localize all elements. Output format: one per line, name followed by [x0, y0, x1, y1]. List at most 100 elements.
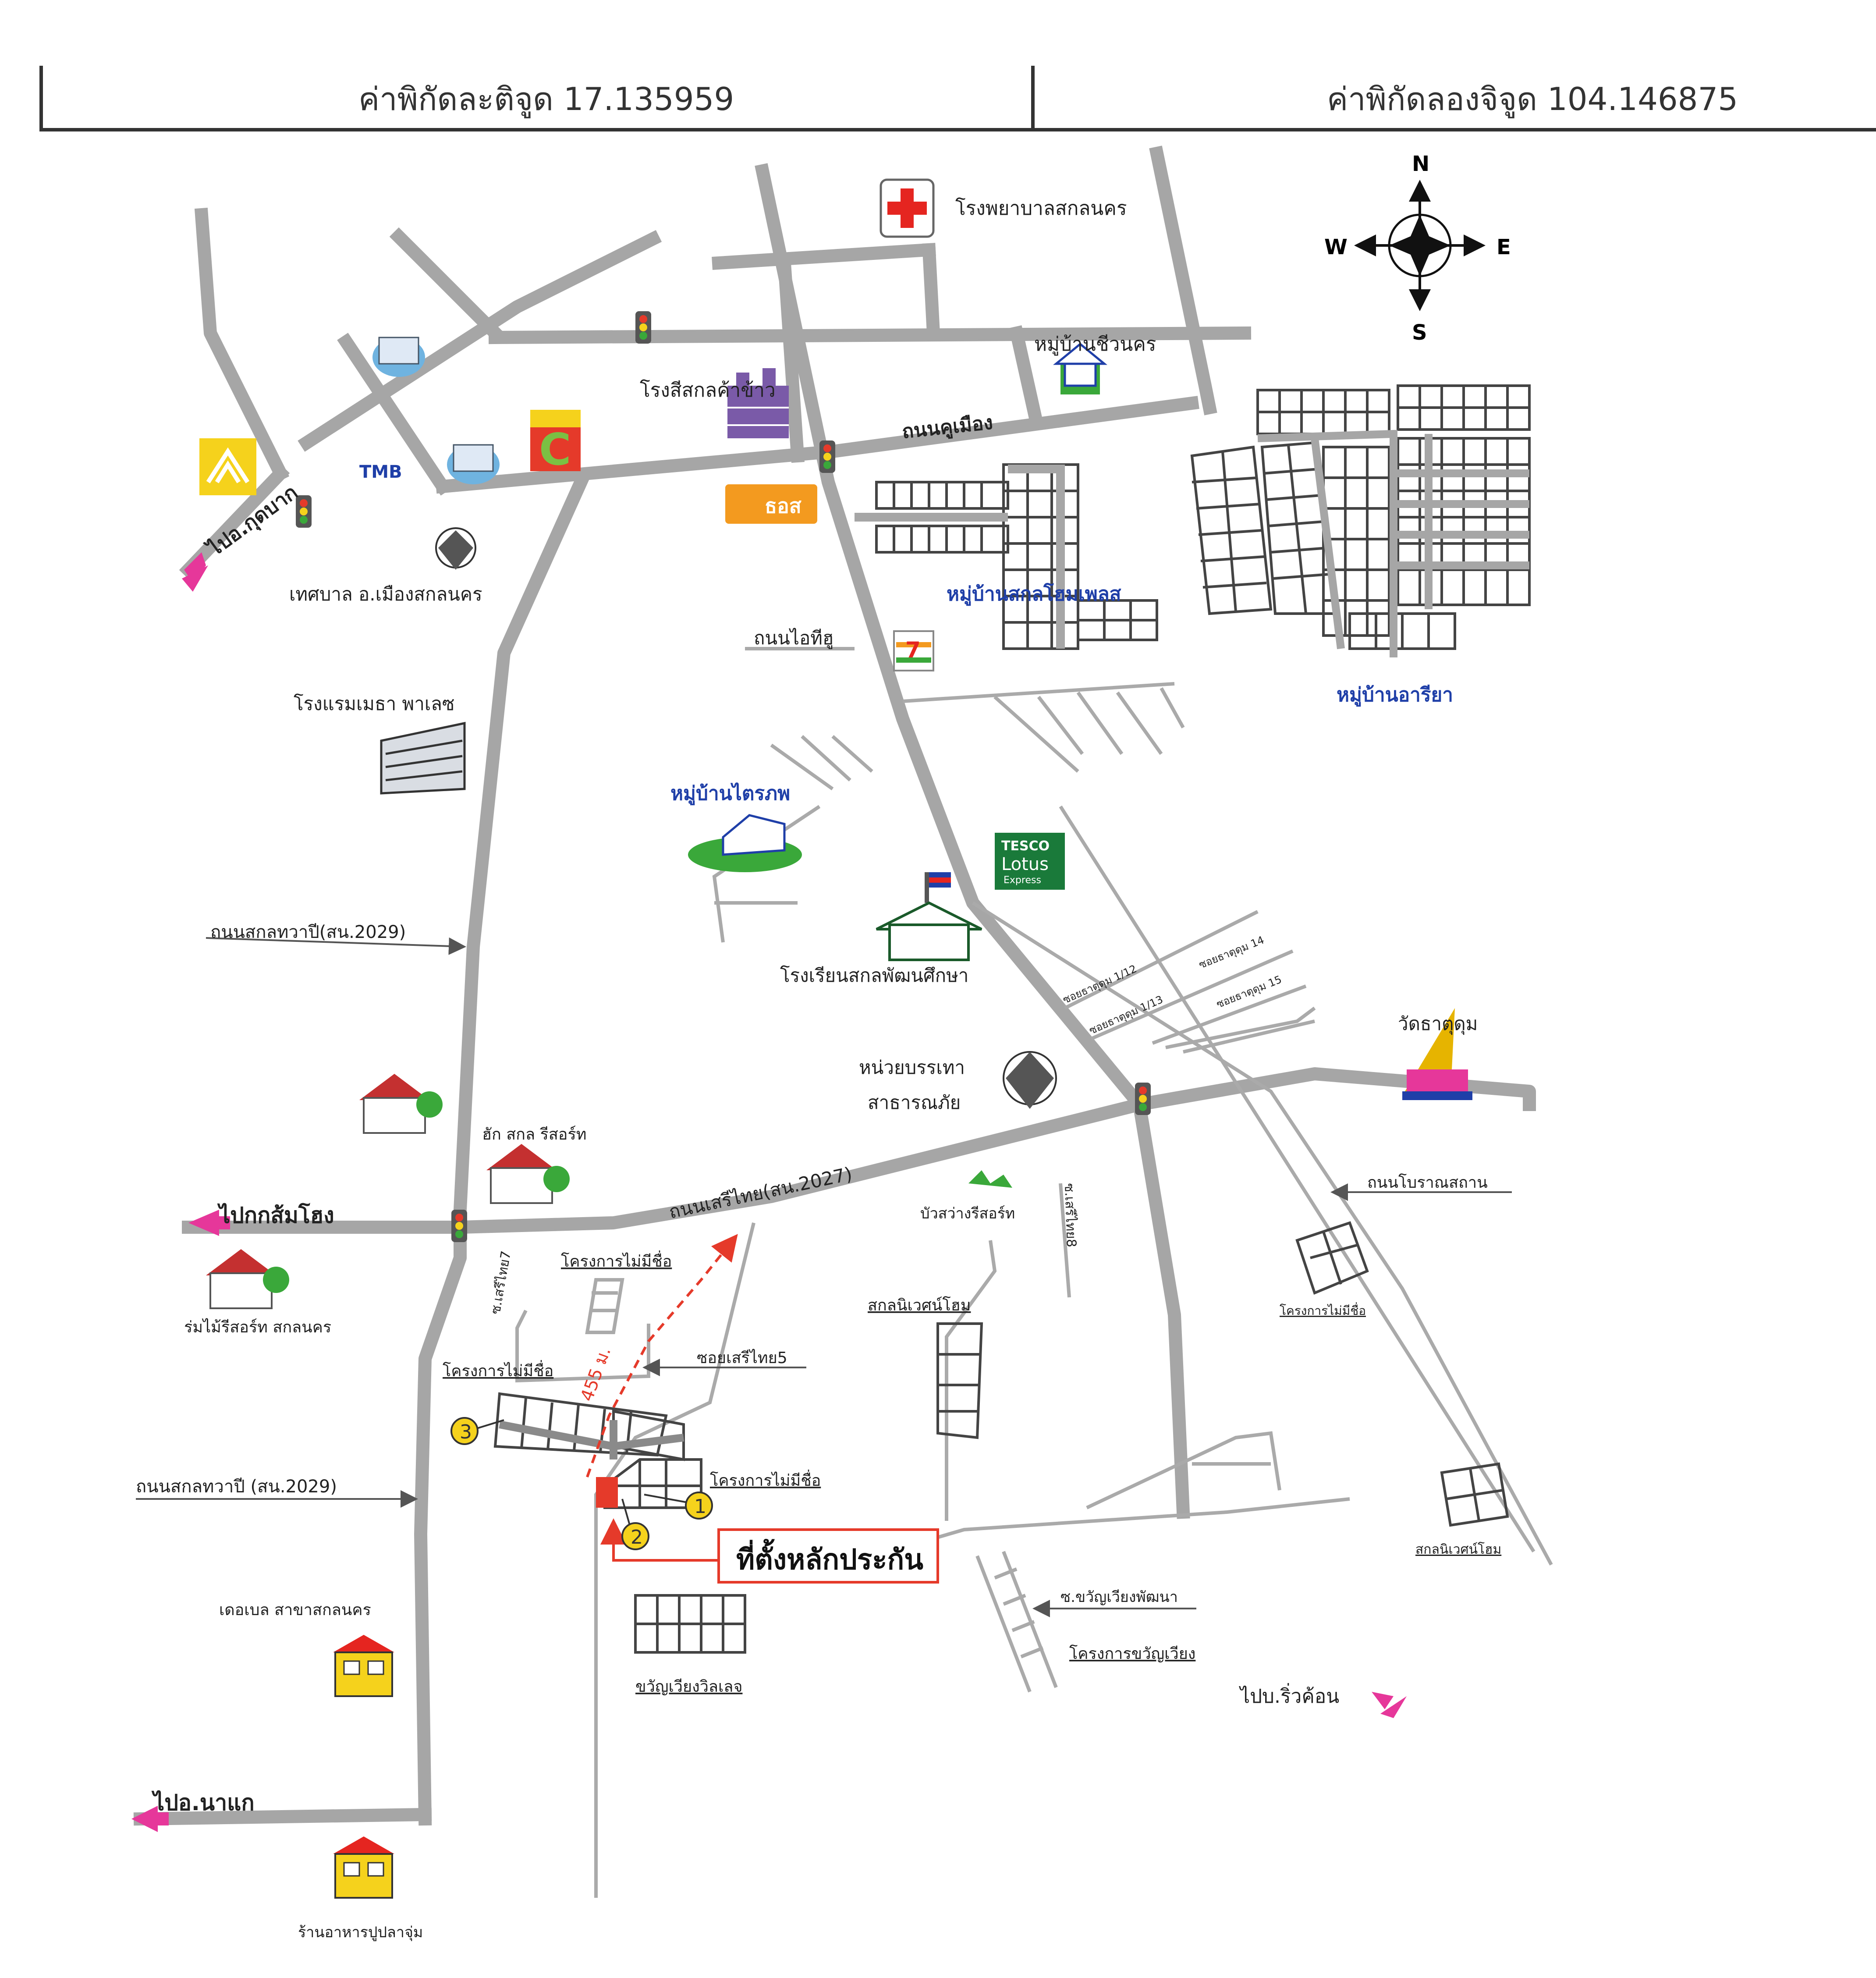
- road-soi-1: [1064, 910, 1259, 1010]
- road-stripe-3: [1076, 691, 1124, 755]
- label-to-nakae: ไปอ.นาแก: [151, 1790, 255, 1815]
- label-project-khwanwiang: โครงการขวัญเวียง: [1069, 1644, 1195, 1663]
- traffic-light-icon: [451, 1210, 467, 1242]
- label-village-ariya: หมู่บ้านอารียา: [1337, 684, 1453, 707]
- road-traiphop-2: [770, 743, 834, 791]
- road-north-vert-1: [1149, 146, 1217, 415]
- label-sakon-home-2: สกลนิเวศน์โฮม: [1415, 1541, 1501, 1557]
- temple-icon: [1402, 1008, 1472, 1100]
- svg-text:Express: Express: [1004, 875, 1041, 886]
- label-project-1: โครงการไม่มีชื่อ: [561, 1250, 672, 1271]
- road-west-vertical: [194, 207, 290, 483]
- road-east-block: [1086, 1431, 1281, 1509]
- house-icon: [1053, 342, 1108, 394]
- label-hug-resort: ฮัก สกล รีสอร์ท: [482, 1126, 586, 1143]
- coordinate-bar: ค่าพิกัดละติจูด 17.135959 ค่าพิกัดลองจิจ…: [39, 66, 1876, 131]
- road-north-hospital: [712, 243, 936, 270]
- label-hospital: โรงพยาบาลสกลนคร: [955, 197, 1127, 220]
- school-icon: [876, 872, 982, 961]
- road-stripe-4: [1116, 691, 1163, 755]
- svg-text:1: 1: [694, 1495, 706, 1518]
- label-wat: วัดธาตุดุม: [1398, 1013, 1478, 1035]
- longitude-label: ค่าพิกัดลองจิจูด 104.146875: [1327, 81, 1738, 117]
- label-project-2: โครงการไม่มีชื่อ: [443, 1360, 553, 1380]
- road-sakonthawapi: [414, 469, 592, 1826]
- label-village-sakon-home: หมู่บ้านสกลโฮมเพลส: [947, 582, 1121, 606]
- ariya-roads: [1257, 430, 1529, 657]
- hotel-icon: [380, 721, 466, 795]
- road-sakon-home-inner: [1008, 465, 1065, 649]
- svg-text:2: 2: [631, 1526, 643, 1548]
- label-soi-serithai7: ซ.เสรีไทย7: [487, 1250, 514, 1315]
- collateral-plot: [596, 1477, 618, 1508]
- label-project-4: โครงการไม่มีชื่อ: [1280, 1302, 1366, 1318]
- coordinate-divider: [1031, 66, 1035, 131]
- road-kw-stripe-1: [994, 1567, 1018, 1580]
- pointer-arrows: [136, 937, 1512, 1617]
- label-rommai-resort: ร่มไม้รีสอร์ท สกลนคร: [184, 1318, 331, 1336]
- label-road-itiyu: ถนนไอทีฮู: [754, 627, 834, 649]
- scb-bank-logo-icon: [199, 438, 256, 495]
- compass-icon: N S W E: [1324, 152, 1511, 345]
- road-north-vert-4: [1009, 325, 1042, 420]
- road-traiphop-3: [801, 735, 851, 781]
- label-rescue-2: สาธารณภัย: [868, 1092, 961, 1113]
- road-soi-serithai8: [1059, 1183, 1071, 1298]
- svg-text:N: N: [1412, 152, 1429, 176]
- route-path: [586, 1234, 738, 1478]
- road-soi-3: [1152, 984, 1307, 1045]
- road-north-horizontal: [488, 326, 1252, 344]
- svg-text:TMB: TMB: [359, 462, 402, 482]
- hospital-icon: [879, 178, 935, 238]
- svg-text:ธอส: ธอส: [765, 494, 802, 518]
- label-soi-khwanwiang: ซ.ขวัญเวียงพัฒนา: [1060, 1588, 1178, 1606]
- road-nw-branch: [389, 227, 505, 343]
- label-school: โรงเรียนสกลพัฒนศึกษา: [780, 965, 968, 986]
- arrow-to-riwkhon-icon: [1380, 1696, 1407, 1718]
- label-municipality: เทศบาล อ.เมืองสกลนคร: [289, 583, 482, 605]
- road-south-middle: [945, 1240, 997, 1521]
- road-to-kathasin: [179, 464, 290, 579]
- factory-icon: [727, 368, 789, 438]
- label-bualuang-resort: บัวสว่างรีสอร์ท: [920, 1205, 1015, 1222]
- arrow-to-nakae-icon: [131, 1806, 158, 1832]
- grid-ariya: [1190, 384, 1531, 650]
- direction-arrows: [131, 552, 1407, 1832]
- label-restaurant: ร้านอาหารปูปลาจุ่ม: [298, 1924, 423, 1941]
- road-khwanwiang: [975, 1555, 1032, 1693]
- road-central-ns: [755, 163, 1190, 1519]
- house-building-icon: [333, 1635, 394, 1899]
- label-hotel: โรงแรมเมธา พาเลซ: [294, 693, 454, 714]
- marker-1: 1: [644, 1491, 713, 1520]
- road-traiphop-4: [831, 735, 873, 773]
- seven-eleven-logo-icon: 7: [893, 630, 934, 671]
- collateral-label: ที่ตั้งหลักประกัน: [736, 1539, 923, 1576]
- marker-3: 3: [450, 1417, 504, 1445]
- label-village-traiphop: หมู่บ้านไตรภพ: [670, 782, 790, 805]
- bigc-logo-icon: C: [530, 410, 581, 475]
- road-soi-5: [1183, 1019, 1315, 1054]
- traffic-light-icon: [1135, 1083, 1151, 1115]
- bualuang-resort-logo-icon: [968, 1170, 1012, 1188]
- label-rongsi: โรงสีสกลค้าข้าว: [640, 379, 776, 401]
- resort-house-icon: [206, 1074, 570, 1309]
- traffic-light-icon: [819, 440, 835, 473]
- garuda-emblem-icon: [435, 527, 1057, 1109]
- label-sakon-home-1: สกลนิเวศน์โฮม: [868, 1296, 971, 1314]
- collateral-box: [717, 1528, 939, 1584]
- label-to-riwkhon: ไปบ.ริ่วค้อน: [1239, 1683, 1339, 1708]
- arrow-to-kusuman-icon: [188, 1210, 219, 1236]
- road-serithai: [182, 1067, 1536, 1234]
- label-road-sakonthawapi-2: ถนนสกลทวาปี (สน.2029): [136, 1477, 337, 1497]
- label-project-3: โครงการไม่มีชื่อ: [710, 1470, 821, 1490]
- distance-label: 455 ม.: [577, 1344, 615, 1404]
- road-kw-stripe-4: [1020, 1646, 1044, 1658]
- label-rescue-1: หน่วยบรรเทา: [859, 1057, 965, 1078]
- road-kw-stripe-3: [1011, 1620, 1035, 1632]
- svg-text:C: C: [539, 424, 571, 475]
- label-to-kusuman: ไปกกส้มโฮง: [217, 1202, 334, 1228]
- collateral-pointer: [600, 1518, 719, 1562]
- grid-unnamed-projects: [493, 1221, 1509, 1654]
- road-soi-4: [1165, 1006, 1316, 1049]
